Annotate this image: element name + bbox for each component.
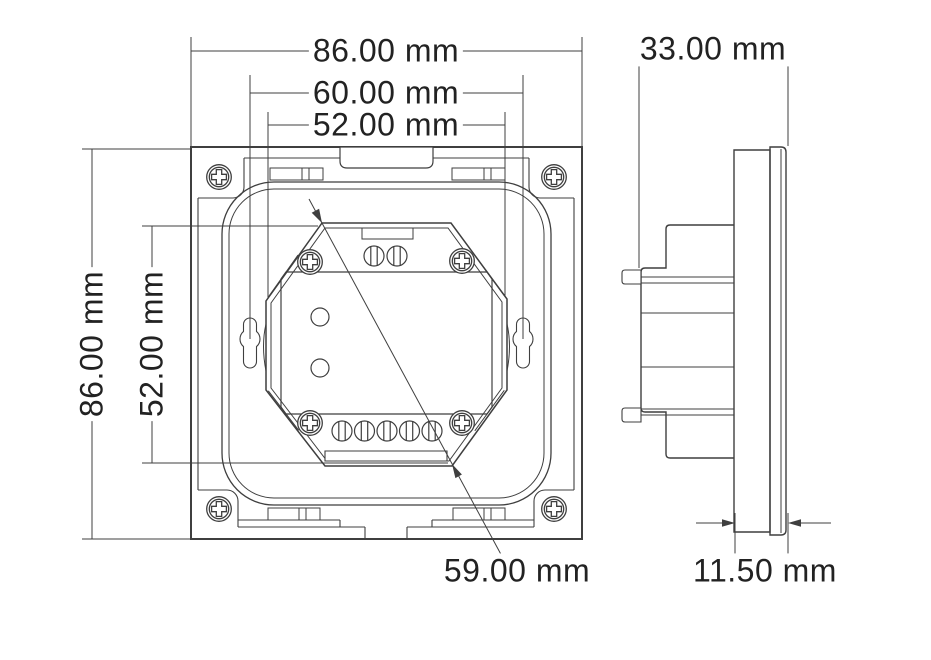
keyhole-slot-left bbox=[240, 318, 260, 368]
screw-icon bbox=[449, 410, 475, 436]
screw-icon bbox=[541, 496, 567, 522]
side-view bbox=[622, 147, 786, 535]
module-bottom-bar bbox=[325, 451, 447, 461]
corner-pad-bottom-right bbox=[534, 490, 574, 527]
terminal-icon bbox=[331, 420, 353, 442]
dim-lines-total-depth bbox=[639, 37, 788, 268]
frame-clip-slots bbox=[268, 168, 505, 520]
terminal-icon bbox=[421, 420, 443, 442]
module-hole bbox=[311, 359, 329, 377]
side-spring-clip-bottom bbox=[622, 408, 641, 422]
screw-icon bbox=[297, 410, 323, 436]
terminal-icon bbox=[353, 420, 376, 442]
screw-icon bbox=[206, 496, 232, 522]
dim-label-diagonal: 59.00 mm bbox=[439, 553, 595, 589]
module-corner-gussets bbox=[268, 255, 504, 431]
corner-pad-bottom-left bbox=[198, 490, 238, 527]
dim-label-outer-width: 86.00 mm bbox=[308, 33, 464, 69]
side-spring-clip-top bbox=[622, 270, 641, 284]
mounting-ring-outer bbox=[222, 182, 551, 505]
dim-label-cutout-height: 52.00 mm bbox=[133, 266, 170, 422]
screw-icon bbox=[541, 164, 567, 190]
screw-icon bbox=[297, 249, 323, 275]
dim-lines-front-depth bbox=[696, 513, 831, 573]
side-mounting-block bbox=[641, 225, 734, 458]
keyhole-slot-right bbox=[513, 318, 533, 368]
terminal-icon bbox=[363, 245, 385, 267]
dim-label-cutout-width: 52.00 mm bbox=[308, 107, 464, 143]
dim-label-outer-height: 86.00 mm bbox=[73, 266, 110, 422]
screw-icon bbox=[206, 164, 232, 190]
screw-icon bbox=[449, 248, 475, 274]
dim-label-total-depth: 33.00 mm bbox=[635, 31, 791, 67]
dim-label-hole-spacing: 60.00 mm bbox=[308, 75, 464, 111]
module-octagon-outer bbox=[266, 223, 507, 466]
module-top-tab bbox=[362, 228, 413, 239]
frame-top-tab bbox=[340, 147, 433, 168]
module-hole bbox=[311, 308, 329, 326]
mounting-ring-inner bbox=[229, 189, 544, 498]
front-view bbox=[191, 147, 582, 539]
dim-label-front-depth: 11.50 mm bbox=[689, 553, 841, 589]
terminal-icon bbox=[386, 245, 408, 267]
side-front-panel bbox=[770, 147, 786, 535]
terminal-icon bbox=[376, 420, 398, 442]
octagon-side-clips bbox=[264, 324, 510, 371]
side-block-grooves bbox=[641, 277, 734, 415]
dim-lines-diagonal bbox=[309, 199, 504, 560]
terminal-icon bbox=[398, 420, 421, 442]
side-back-frame bbox=[734, 150, 770, 532]
